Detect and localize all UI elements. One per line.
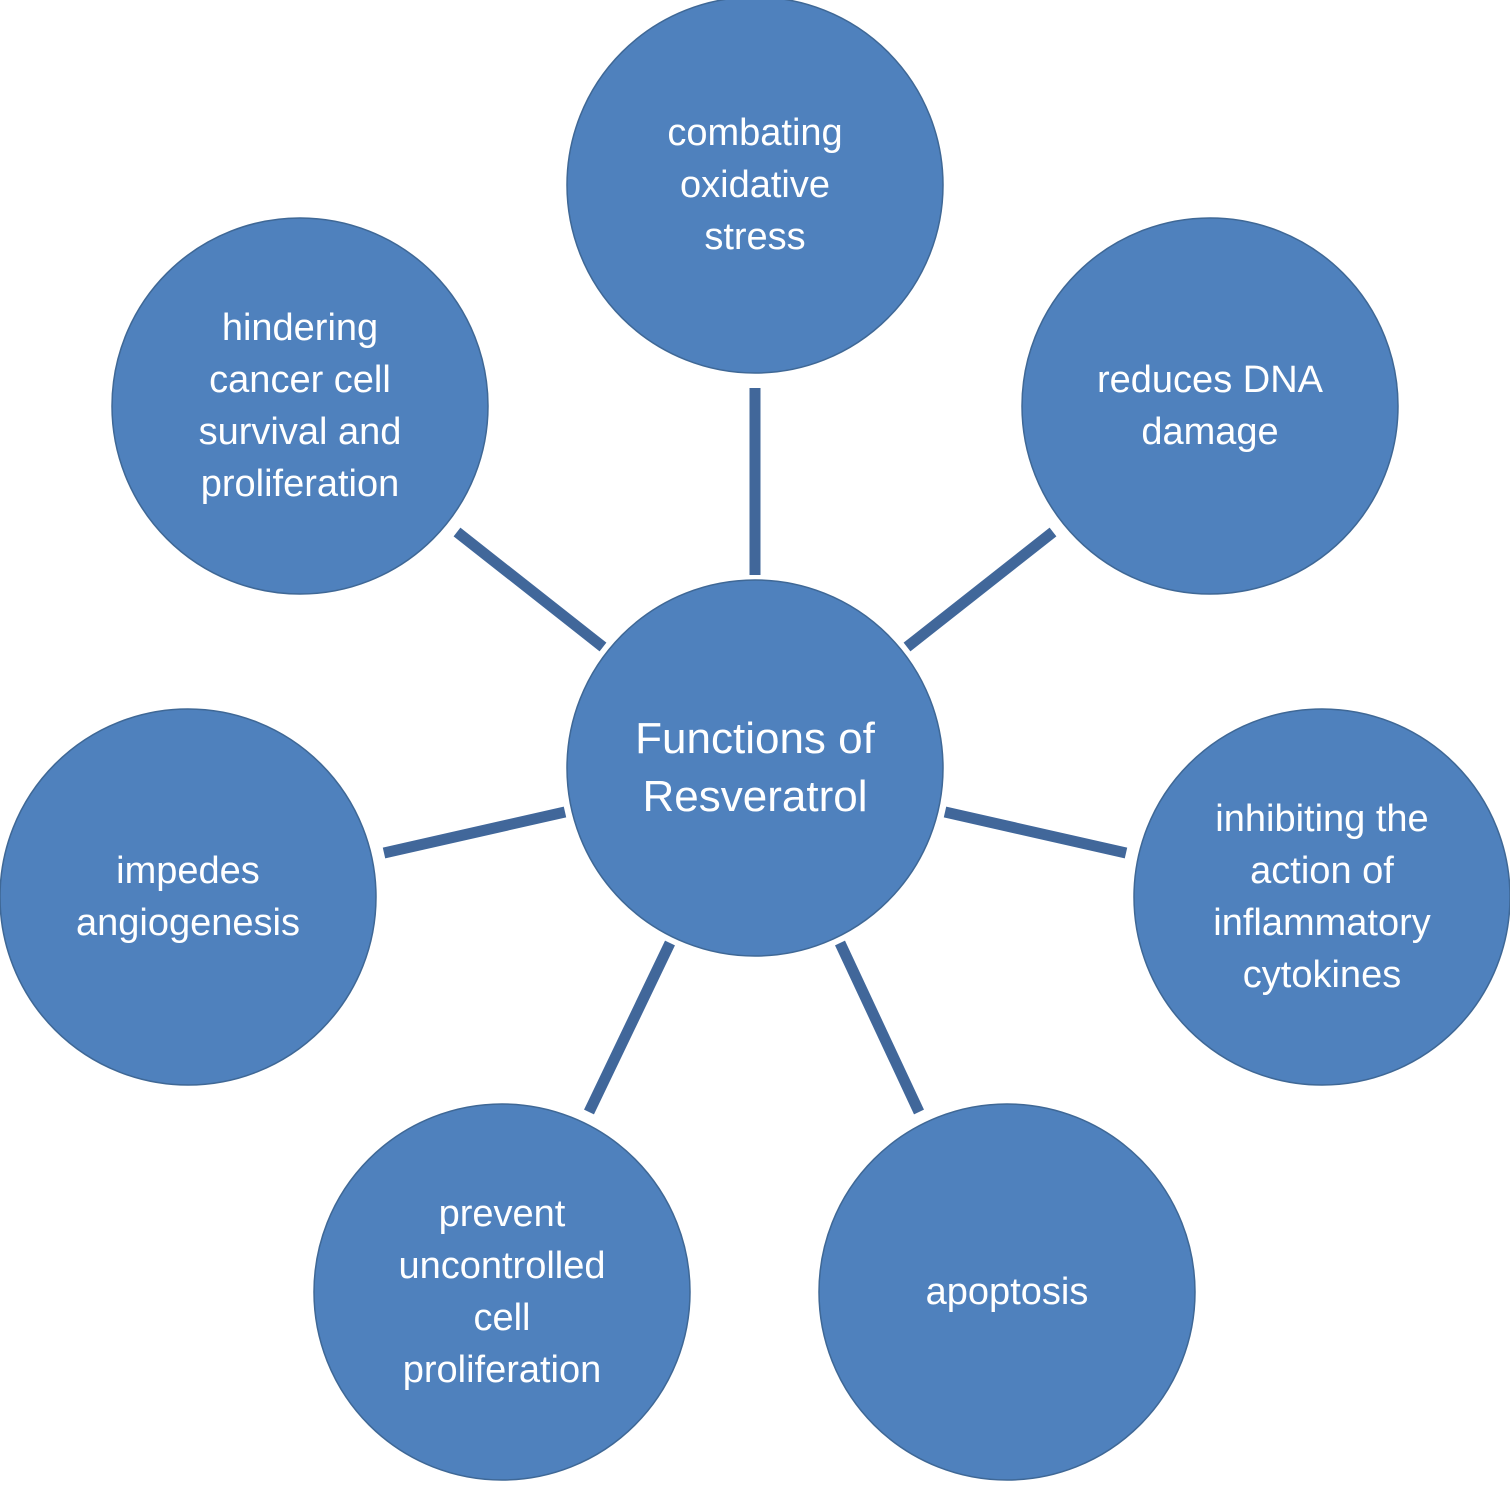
- node-label-inflammatory-cytokines: inhibiting the action of inflammatory cy…: [1213, 798, 1431, 996]
- center-node-circle: [566, 579, 944, 957]
- node-circle-apoptosis: [818, 1103, 1196, 1481]
- node-label-apoptosis: apoptosis: [925, 1271, 1089, 1313]
- node-circle-dna-damage: [1021, 217, 1399, 595]
- connector-inflammatory-cytokines: [943, 806, 1128, 859]
- node-circle-angiogenesis: [0, 708, 377, 1086]
- node-circle-inflammatory-cytokines: [1133, 708, 1510, 1086]
- node-circle-cell-proliferation: [313, 1103, 691, 1481]
- connector-cell-proliferation: [584, 940, 675, 1115]
- node-label-oxidative-stress: combating oxidative stress: [667, 112, 843, 258]
- node-label-cancer-survival: hindering cancer cell survival and proli…: [198, 307, 402, 505]
- connector-angiogenesis: [382, 806, 567, 859]
- node-label-cell-proliferation: prevent uncontrolled cell proliferation: [398, 1193, 606, 1391]
- node-circle-cancer-survival: [111, 217, 489, 595]
- node-label-dna-damage: reduces DNA damage: [1097, 359, 1323, 453]
- center-node-label: Functions of Resveratrol: [635, 714, 875, 821]
- node-label-angiogenesis: impedes angiogenesis: [76, 850, 300, 944]
- connector-dna-damage: [903, 527, 1057, 652]
- connector-cancer-survival: [453, 527, 607, 652]
- connector-apoptosis: [835, 940, 924, 1115]
- node-circle-oxidative-stress: [566, 0, 944, 374]
